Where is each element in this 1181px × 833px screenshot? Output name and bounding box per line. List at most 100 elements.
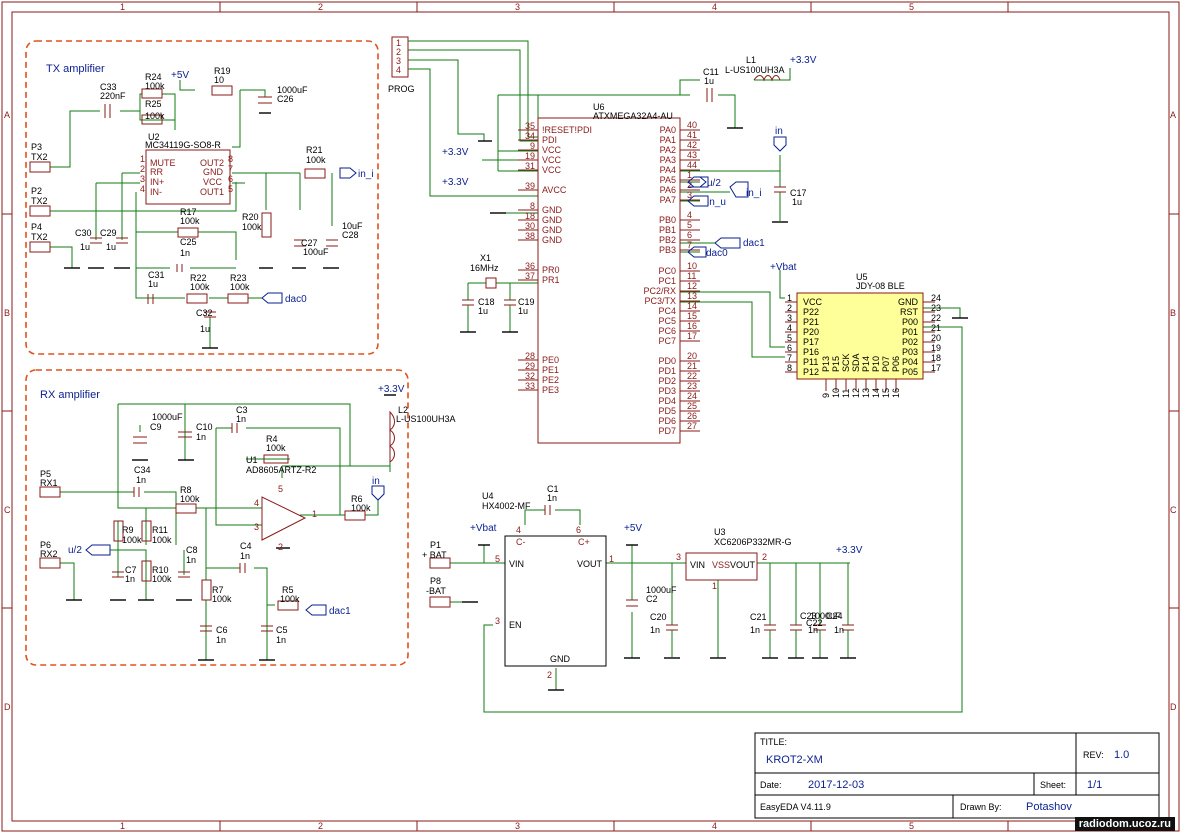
u6-pin-num: 22 (687, 371, 697, 381)
value: 1n (650, 625, 660, 635)
value: L-US100UH3A (725, 65, 785, 75)
u6-pin-num: 21 (687, 361, 697, 371)
u5-pin-name: P20 (803, 327, 819, 337)
u6-ref: U6 (593, 102, 605, 112)
value: 1n (125, 574, 135, 584)
value: 1u (80, 242, 90, 252)
resistor-r21 (304, 168, 326, 179)
value: 1u (148, 279, 158, 289)
net-flag (773, 136, 787, 152)
u2-pin-name: OUT2 (200, 158, 224, 168)
u6-pin-num: 31 (525, 161, 535, 171)
net-label-in-i: in_i (358, 169, 374, 180)
power-33v: +3.3V (836, 545, 863, 556)
sheet-label: Sheet: (1040, 780, 1066, 790)
connector-name: TX2 (31, 152, 48, 162)
ref: R22 (190, 273, 207, 283)
ref: R10 (152, 565, 169, 575)
value: L-US100UH3A (396, 414, 456, 424)
power-33v: +3.3V (378, 384, 405, 395)
u6-pin-name: PD2 (658, 376, 676, 386)
ref: C9 (150, 422, 162, 432)
value: 1n (750, 625, 760, 635)
rx-wires (60, 403, 391, 660)
tx-grounds (64, 112, 339, 349)
x1-ref: X1 (480, 253, 491, 263)
u4-pin-name: VOUT (577, 559, 603, 569)
u5-pin-name: P02 (902, 337, 918, 347)
u6-pin-num: 34 (525, 131, 535, 141)
crystal-x1 (485, 277, 497, 289)
u6-pin-name: PD6 (658, 416, 676, 426)
u3-pin-num: 3 (676, 552, 681, 562)
u5-pin-num: 7 (787, 353, 792, 363)
net-flag (85, 544, 111, 556)
u6-pin-num: 10 (687, 261, 697, 271)
col-label: 3 (515, 2, 520, 12)
power-wires (450, 509, 850, 690)
u2-pin-name: RR (150, 167, 163, 177)
value: 100k (145, 81, 165, 91)
ref: R23 (230, 273, 247, 283)
ref: C4 (240, 541, 252, 551)
value: 100k (306, 155, 326, 165)
prog-pin: 2 (396, 47, 401, 57)
value: 100k (152, 574, 172, 584)
value: 1n (547, 493, 557, 503)
resistor-r8 (175, 503, 197, 514)
u1-pin: 5 (278, 484, 283, 494)
u6-pin-num: 14 (687, 301, 697, 311)
u5-pin-name: P14 (861, 356, 871, 372)
tx-parts (90, 85, 338, 318)
u6-pin-name: PD4 (658, 396, 676, 406)
u6-pin-name: GND (542, 235, 563, 245)
u5-pin-num: 10 (831, 388, 841, 398)
u4-part: HX4002-MF (482, 501, 531, 511)
u6-pin-name: PC2/RX (643, 286, 676, 296)
ref: C29 (100, 228, 117, 238)
connector-name: -BAT (426, 586, 446, 596)
power-33v: +3.3V (442, 147, 469, 158)
u6-pin-num: 38 (525, 231, 535, 241)
value: 1n (276, 635, 286, 645)
u5-pin-name: P07 (881, 356, 891, 372)
u5-pin-num: 5 (787, 333, 792, 343)
frame-col-labels: 1 2 3 4 5 1 2 3 4 5 A B C D A B C D (4, 2, 1177, 831)
u6-pin-name: VCC (542, 165, 562, 175)
value: 1n (216, 635, 226, 645)
u6-pin-name: PC3/TX (644, 296, 676, 306)
u6-pin-num: 19 (525, 151, 535, 161)
value: 100k (180, 216, 200, 226)
power-33v: +3.3V (790, 55, 817, 66)
ref: C18 (478, 297, 495, 307)
net-flag (687, 176, 709, 188)
ref: C5 (276, 625, 288, 635)
row-label: A (4, 110, 10, 120)
col-label: 5 (909, 821, 914, 831)
u6-pin-num: 11 (687, 271, 696, 281)
u4-pin-num: 3 (495, 616, 500, 626)
inner-frame (11, 11, 1170, 822)
connector-p6 (39, 557, 61, 569)
ref: C3 (236, 405, 248, 415)
u5-pin-name: RST (900, 307, 919, 317)
power-5v: +5V (624, 523, 642, 534)
u6-pin-num: 41 (687, 130, 697, 140)
u5-pin-name: P10 (871, 356, 881, 372)
mcu-wires (408, 40, 963, 713)
u4-pin-num: 5 (495, 554, 500, 564)
value: 100k (230, 282, 250, 292)
connector-name: + BAT (422, 550, 447, 560)
net-label-in-u: in_u (707, 197, 726, 208)
u6-pin-name: !RESET!PDI (542, 125, 592, 135)
u5-pin-num: 11 (841, 389, 851, 398)
value: 100k (152, 535, 172, 545)
net-label-u2: u/2 (68, 545, 82, 556)
ref: R25 (145, 99, 162, 109)
u6-pin-num: 30 (525, 221, 535, 231)
connector-p5 (39, 486, 61, 498)
u5-pin-num: 20 (931, 333, 941, 343)
capacitor-c11 (706, 88, 713, 102)
